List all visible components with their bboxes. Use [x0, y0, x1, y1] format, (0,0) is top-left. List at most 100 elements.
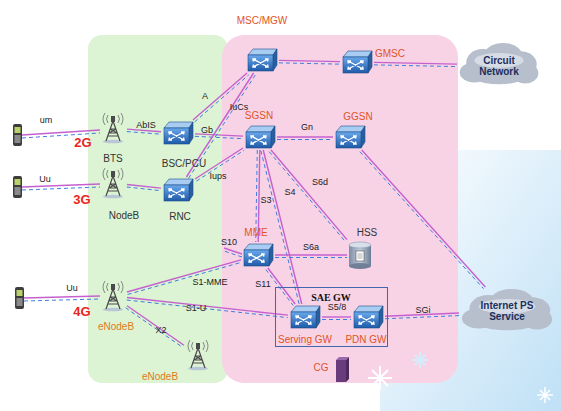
phone-keypad [15, 135, 21, 143]
node-label: Serving GW [278, 334, 332, 345]
router-front [336, 132, 361, 148]
network-element: BTS [100, 113, 126, 143]
link-line-dashed [195, 75, 249, 122]
router-top [291, 306, 320, 312]
router-front [248, 55, 273, 71]
node-label: Internet PS Service [471, 300, 543, 322]
router-top [164, 122, 193, 128]
radio-line [22, 184, 100, 187]
interface-link [127, 185, 161, 191]
interface-label: X2 [155, 326, 166, 336]
network-element: SGSN [244, 125, 276, 149]
interface-link [127, 260, 242, 295]
router-top [343, 51, 372, 57]
interface-label: Iups [209, 172, 226, 182]
interface-link [322, 317, 351, 320]
generation-label: 4G [73, 305, 90, 319]
tower-frame [106, 289, 120, 309]
node-icon [162, 121, 194, 145]
interface-label: S6d [312, 178, 328, 188]
router-arrows [249, 254, 264, 262]
node-icon [185, 340, 211, 370]
interface-label: Gn [301, 123, 313, 133]
link-line [127, 306, 184, 346]
tower-frame [191, 348, 205, 368]
node-label: GGSN [343, 111, 372, 122]
node-label: eNodeB [98, 321, 134, 332]
network-element: GMSC [341, 50, 373, 74]
access-region [88, 35, 228, 383]
interface-label: IuCs [230, 103, 249, 113]
radio-waves [188, 340, 208, 352]
interface-label: um [40, 116, 53, 126]
node-label: RNC [169, 211, 191, 222]
router-side [189, 122, 193, 144]
link-line-dashed [275, 257, 347, 258]
link-line-dashed [374, 65, 457, 67]
router-front [291, 312, 316, 328]
link-line-dashed [279, 63, 340, 64]
node-icon [244, 125, 276, 149]
node-icon [100, 281, 126, 311]
network-element: Internet PS Service [460, 288, 554, 334]
snowflake [368, 366, 392, 390]
link-line [362, 150, 486, 287]
node-icon [335, 356, 349, 382]
link-line [127, 260, 241, 292]
link-line-dashed [127, 187, 161, 191]
router-arrows [341, 136, 356, 144]
node-label: SAE GW [311, 292, 351, 303]
link-line [275, 254, 347, 255]
router-arrows [169, 132, 184, 140]
tower-antenna [111, 284, 115, 290]
node-icon [100, 113, 126, 143]
network-element: BSC/PCU [162, 121, 194, 145]
interface-label: S4 [284, 188, 295, 198]
node-icon [162, 178, 194, 202]
snowflake-lines [368, 366, 392, 390]
network-element: NodeB [100, 168, 126, 198]
interface-label: S6a [303, 243, 319, 253]
router-arrows [169, 189, 184, 197]
network-element: HSS [348, 240, 372, 270]
link-line-dashed [269, 152, 345, 242]
interface-link [127, 298, 288, 318]
node-label: BTS [103, 153, 122, 164]
router-front [343, 57, 368, 73]
link-line-dashed [127, 300, 288, 318]
router-side [368, 51, 372, 73]
router-top [244, 244, 273, 250]
cylinder-top [349, 242, 371, 248]
cg-side [346, 357, 349, 382]
network-element: Serving GW [289, 305, 321, 329]
router-arrows [296, 316, 311, 324]
link-line [271, 150, 347, 240]
link-line-dashed [360, 152, 484, 289]
interface-label: Uu [66, 284, 78, 294]
router-side [269, 244, 273, 266]
generation-label: 2G [74, 136, 91, 150]
link-line-dashed [385, 316, 459, 319]
router-arrows [251, 136, 266, 144]
router-front [354, 312, 379, 328]
s10-stub-dashed [224, 251, 242, 257]
tower-frame [106, 176, 120, 196]
node-label: CG [314, 362, 329, 373]
phone-body [13, 176, 22, 198]
link-line [277, 136, 333, 137]
network-element: eNodeB [185, 340, 211, 370]
interface-link [360, 150, 485, 289]
link-line [268, 268, 295, 304]
router-side [361, 126, 365, 148]
cloud-blob [522, 309, 552, 329]
interface-link [193, 73, 249, 122]
node-icon [242, 243, 274, 267]
node-label: HSS [357, 227, 378, 238]
interface-label: Uu [39, 175, 51, 185]
generation-label: 3G [73, 193, 90, 207]
router-top [164, 179, 193, 185]
router-side [189, 179, 193, 201]
router-front [246, 132, 271, 148]
